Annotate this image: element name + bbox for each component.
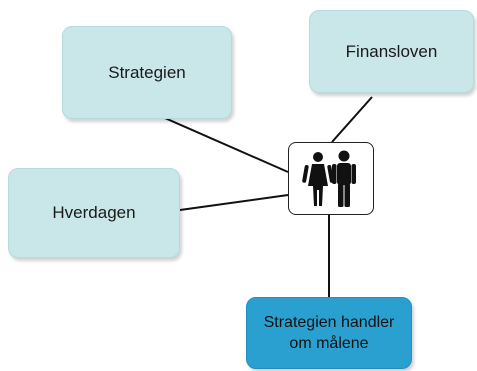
line-to-hverdagen xyxy=(179,194,289,211)
node-goal-label: Strategien handler om målene xyxy=(263,314,395,352)
center-people-node xyxy=(288,142,374,215)
node-strategien: Strategien xyxy=(62,26,232,119)
node-finansloven: Finansloven xyxy=(309,10,474,93)
node-strategien-label: Strategien xyxy=(108,62,186,82)
line-to-finansloven xyxy=(331,96,373,143)
node-hverdagen-label: Hverdagen xyxy=(52,203,136,222)
node-finansloven-label: Finansloven xyxy=(345,41,438,61)
node-hverdagen: Hverdagen xyxy=(8,168,180,258)
people-icon xyxy=(301,150,361,208)
line-to-strategien xyxy=(157,114,289,173)
node-goal: Strategien handler om målene xyxy=(246,297,412,369)
